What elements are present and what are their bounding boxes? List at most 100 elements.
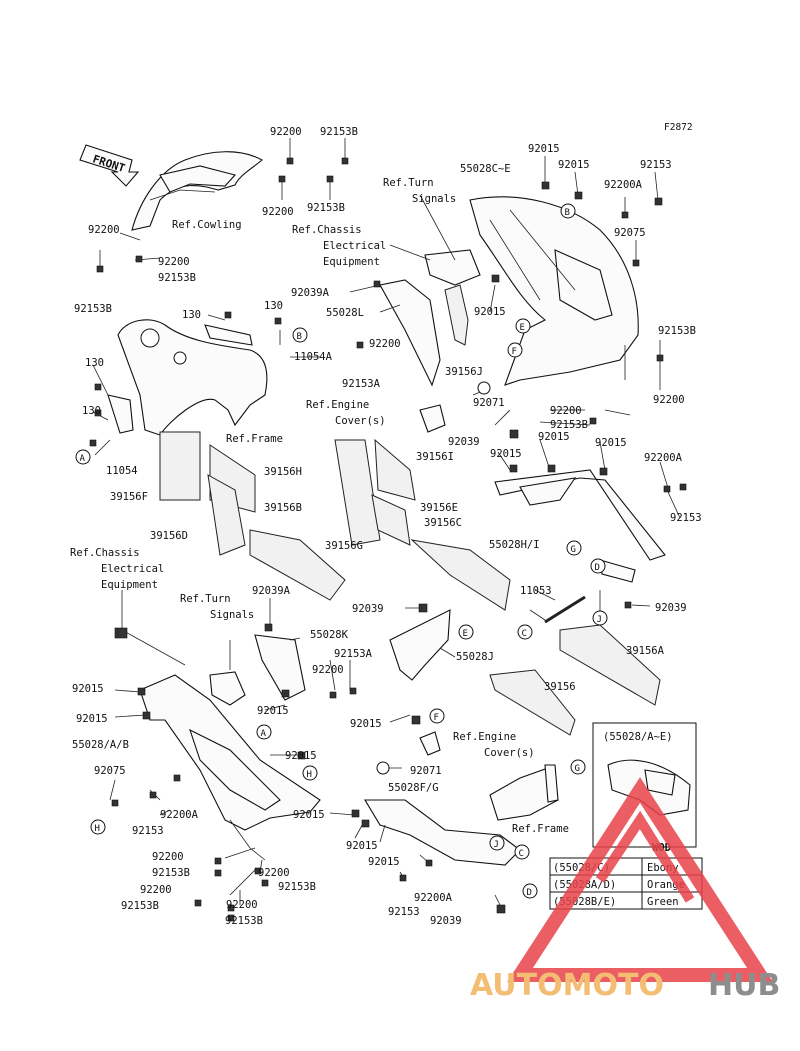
label: Ref.Chassis xyxy=(70,547,140,559)
label: 92153 xyxy=(670,512,702,524)
label: 92153B xyxy=(320,126,358,138)
label: Electrical xyxy=(101,563,164,575)
rod-11053 xyxy=(544,595,586,624)
frame-ref xyxy=(107,319,268,436)
svg-text:B: B xyxy=(297,332,302,342)
callout-A-2: A xyxy=(256,724,272,740)
label: 92200 xyxy=(270,126,302,138)
lower-cowl-right xyxy=(364,799,521,866)
svg-text:C: C xyxy=(519,849,524,859)
inner-panel-upper xyxy=(379,249,481,387)
label: 92153 xyxy=(640,159,672,171)
svg-text:H: H xyxy=(307,770,312,780)
upper-fairing xyxy=(469,196,639,386)
label: 55028/A/B xyxy=(72,739,129,751)
label: 92153B xyxy=(278,881,316,893)
label: 92200A xyxy=(644,452,683,464)
label: 92200 xyxy=(653,394,685,406)
label: 92071 xyxy=(473,397,505,409)
label: Ref.Engine xyxy=(453,731,516,743)
callout-C-2: C xyxy=(514,844,530,860)
label: 92015 xyxy=(528,143,560,155)
watermark-text-1: AUTOMOTO xyxy=(470,968,664,1003)
label: 92200 xyxy=(369,338,401,350)
callout-C-1: C xyxy=(517,624,533,640)
label: 92153A xyxy=(342,378,381,390)
callout-circles: B B E F A G D J C E F A H G H J C D xyxy=(75,203,608,899)
label: 92153B xyxy=(658,325,696,337)
svg-text:E: E xyxy=(463,629,468,639)
label: 39156E xyxy=(420,502,458,514)
frame-bracket-lower xyxy=(489,764,559,821)
label: Ref.Cowling xyxy=(172,219,242,231)
side-cover-55028J xyxy=(389,609,451,681)
label: 11054 xyxy=(106,465,138,477)
label: 92200 xyxy=(550,405,582,417)
part-labels: 92200 92153B Ref.Cowling 92200 92153B 92… xyxy=(70,126,702,927)
label: 92200A xyxy=(160,809,199,821)
label: 39156G xyxy=(325,540,363,552)
color-row-color-3: Green xyxy=(647,896,679,908)
label: 39156J xyxy=(445,366,483,378)
label: 92015 xyxy=(285,750,317,762)
label: 92039A xyxy=(252,585,291,597)
callout-H-2: H xyxy=(90,819,106,835)
callout-A-1: A xyxy=(75,449,91,465)
engine-cover-ref-lower xyxy=(419,731,441,756)
fasteners xyxy=(89,157,687,922)
label: 130 xyxy=(182,309,201,321)
svg-text:F: F xyxy=(512,347,517,357)
label: 92200 xyxy=(152,851,184,863)
label: Electrical xyxy=(323,240,386,252)
label: 92015 xyxy=(538,431,570,443)
label: 92039 xyxy=(655,602,687,614)
label: 39156C xyxy=(424,517,462,529)
label: 92015 xyxy=(346,840,378,852)
label: 39156F xyxy=(110,491,148,503)
inset-title: (55028/A~E) xyxy=(603,731,673,743)
label: 92039A xyxy=(291,287,330,299)
label: 92200 xyxy=(158,256,190,268)
label: 92015 xyxy=(350,718,382,730)
label: Ref.Turn xyxy=(383,177,434,189)
callout-B-2: B xyxy=(292,327,308,343)
watermark-text-2: HUB xyxy=(708,968,780,1003)
label: Ref.Turn xyxy=(180,593,231,605)
label: 92075 xyxy=(94,765,126,777)
label: 92015 xyxy=(76,713,108,725)
label: Signals xyxy=(210,609,254,621)
label: 92075 xyxy=(614,227,646,239)
callout-H-1: H xyxy=(302,765,318,781)
callout-D-1: D xyxy=(590,558,606,574)
svg-text:D: D xyxy=(595,563,600,573)
callout-G-2: G xyxy=(570,759,586,775)
svg-text:A: A xyxy=(80,454,86,464)
label: Equipment xyxy=(323,256,380,268)
front-arrow: FRONT xyxy=(79,144,140,187)
label: 11053 xyxy=(520,585,552,597)
label: 92015 xyxy=(293,809,325,821)
label: 92153B xyxy=(550,419,588,431)
label: 92015 xyxy=(368,856,400,868)
inner-pads xyxy=(159,431,511,611)
label: 92015 xyxy=(558,159,590,171)
label: 55028H/I xyxy=(489,539,540,551)
small-cover-55028K xyxy=(254,634,306,701)
label: 55028J xyxy=(456,651,494,663)
label: 92015 xyxy=(490,448,522,460)
lower-cowl-left xyxy=(139,674,321,861)
label: Cover(s) xyxy=(484,747,535,759)
label: Cover(s) xyxy=(335,415,386,427)
callout-E-1: E xyxy=(515,318,531,334)
label: 130 xyxy=(264,300,283,312)
label: 130 xyxy=(85,357,104,369)
svg-text:G: G xyxy=(571,545,576,555)
label: 55028F/G xyxy=(388,782,439,794)
label: 39156 xyxy=(544,681,576,693)
label: 55028K xyxy=(310,629,349,641)
callout-G-1: G xyxy=(566,540,582,556)
label: 92153B xyxy=(307,202,345,214)
callout-B-1: B xyxy=(560,203,576,219)
callout-E-2: E xyxy=(458,624,474,640)
